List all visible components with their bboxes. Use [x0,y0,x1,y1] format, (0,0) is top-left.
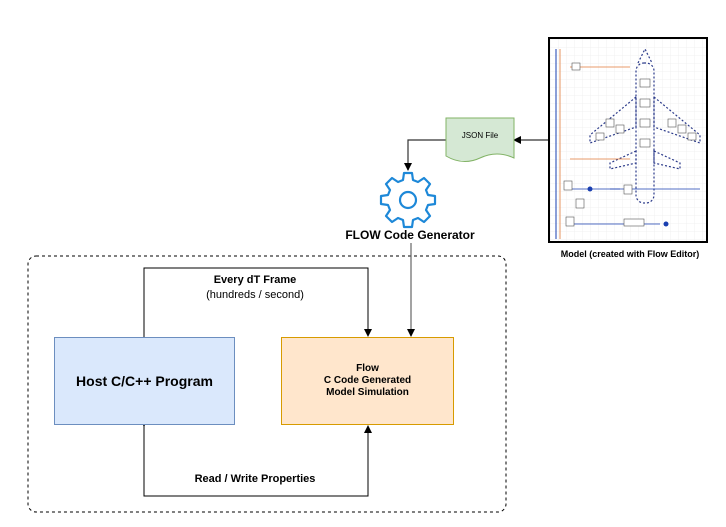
host-program-label: Host C/C++ Program [76,373,213,389]
frame-loop-subtitle: (hundreds / second) [206,289,304,301]
flow-line-1: Flow [356,363,379,374]
json-file-shape [445,117,515,162]
flow-simulation-box: Flow C Code Generated Model Simulation [281,337,454,425]
frame-loop-title: Every dT Frame [213,274,297,286]
read-write-label: Read / Write Properties [194,473,316,485]
model-thumbnail [548,37,708,243]
json-to-generator-arrow [404,139,446,171]
read-write-arrow [140,419,372,497]
generator-label: FLOW Code Generator [345,228,475,242]
airplane-model-image [550,39,706,241]
gear-icon [379,171,437,229]
frame-loop-arrow [143,267,372,337]
flow-line-2: C Code Generated [323,375,412,386]
system-boundary [27,255,507,513]
flow-line-3: Model Simulation [326,387,409,398]
model-caption: Model (created with Flow Editor) [560,249,700,259]
json-file-label: JSON File [461,131,499,140]
host-program-box: Host C/C++ Program [54,337,235,425]
